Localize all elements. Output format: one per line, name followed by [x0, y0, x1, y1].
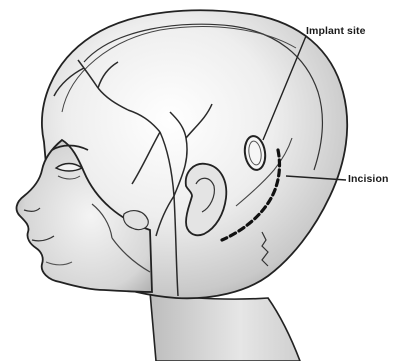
incision-label: Incision	[348, 173, 388, 185]
implant-site-label: Implant site	[306, 25, 366, 37]
neck	[150, 292, 300, 361]
